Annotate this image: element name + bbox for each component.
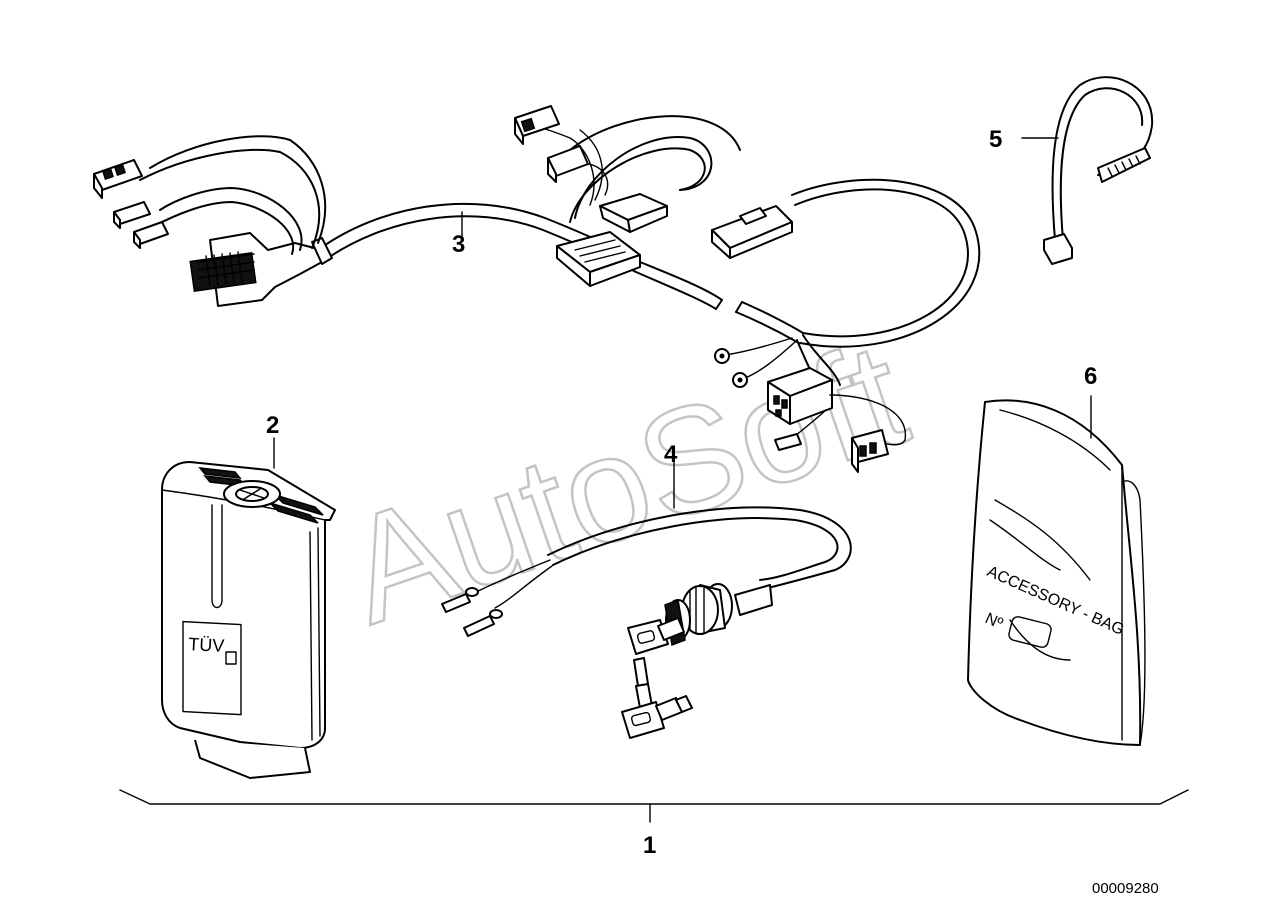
watermark: AutoSoft bbox=[324, 308, 925, 657]
watermark-text: AutoSoft bbox=[326, 309, 925, 655]
callout-5: 5 bbox=[989, 126, 1002, 153]
control-unit: TÜV bbox=[161, 437, 336, 779]
callout-6: 6 bbox=[1084, 363, 1097, 390]
harness-main-connector bbox=[189, 232, 333, 307]
bag-print-line2: Nº bbox=[982, 610, 1005, 633]
ignition-key-1 bbox=[627, 617, 685, 709]
harness-ring-terminal-1 bbox=[714, 348, 730, 364]
harness-connector-left-2 bbox=[133, 221, 169, 249]
set-bracket bbox=[119, 789, 1189, 823]
harness-connector-upper-2 bbox=[547, 145, 589, 183]
wiring-harness bbox=[93, 105, 981, 473]
harness-ring-terminal-2 bbox=[732, 372, 748, 388]
harness-connector-upper-1 bbox=[514, 105, 560, 145]
switch-spade-terminal-1 bbox=[441, 587, 479, 613]
callout-2: 2 bbox=[266, 412, 279, 439]
accessory-bag: ACCESSORY - BAG Nº bbox=[967, 395, 1146, 746]
harness-connector-bottom-2 bbox=[851, 429, 889, 473]
harness-connector-top-left bbox=[93, 159, 143, 199]
switch-body bbox=[664, 583, 773, 647]
harness-relay-socket bbox=[767, 367, 833, 425]
harness-connector-left-1 bbox=[113, 201, 151, 229]
callout-4: 4 bbox=[664, 441, 678, 468]
cable-tie bbox=[1021, 76, 1154, 265]
harness-connector-bottom-1 bbox=[774, 433, 802, 451]
callout-1: 1 bbox=[643, 832, 656, 859]
switch-spade-terminal-2 bbox=[463, 609, 503, 637]
harness-connector-right bbox=[711, 205, 793, 259]
harness-junction-box bbox=[556, 231, 641, 287]
diagram-reference-number: 00009280 bbox=[1092, 880, 1159, 897]
harness-upper-box bbox=[599, 193, 668, 233]
control-unit-mark: TÜV bbox=[188, 634, 225, 656]
ignition-key-2 bbox=[621, 695, 693, 739]
callout-3: 3 bbox=[452, 231, 465, 258]
ignition-switch bbox=[441, 461, 852, 739]
